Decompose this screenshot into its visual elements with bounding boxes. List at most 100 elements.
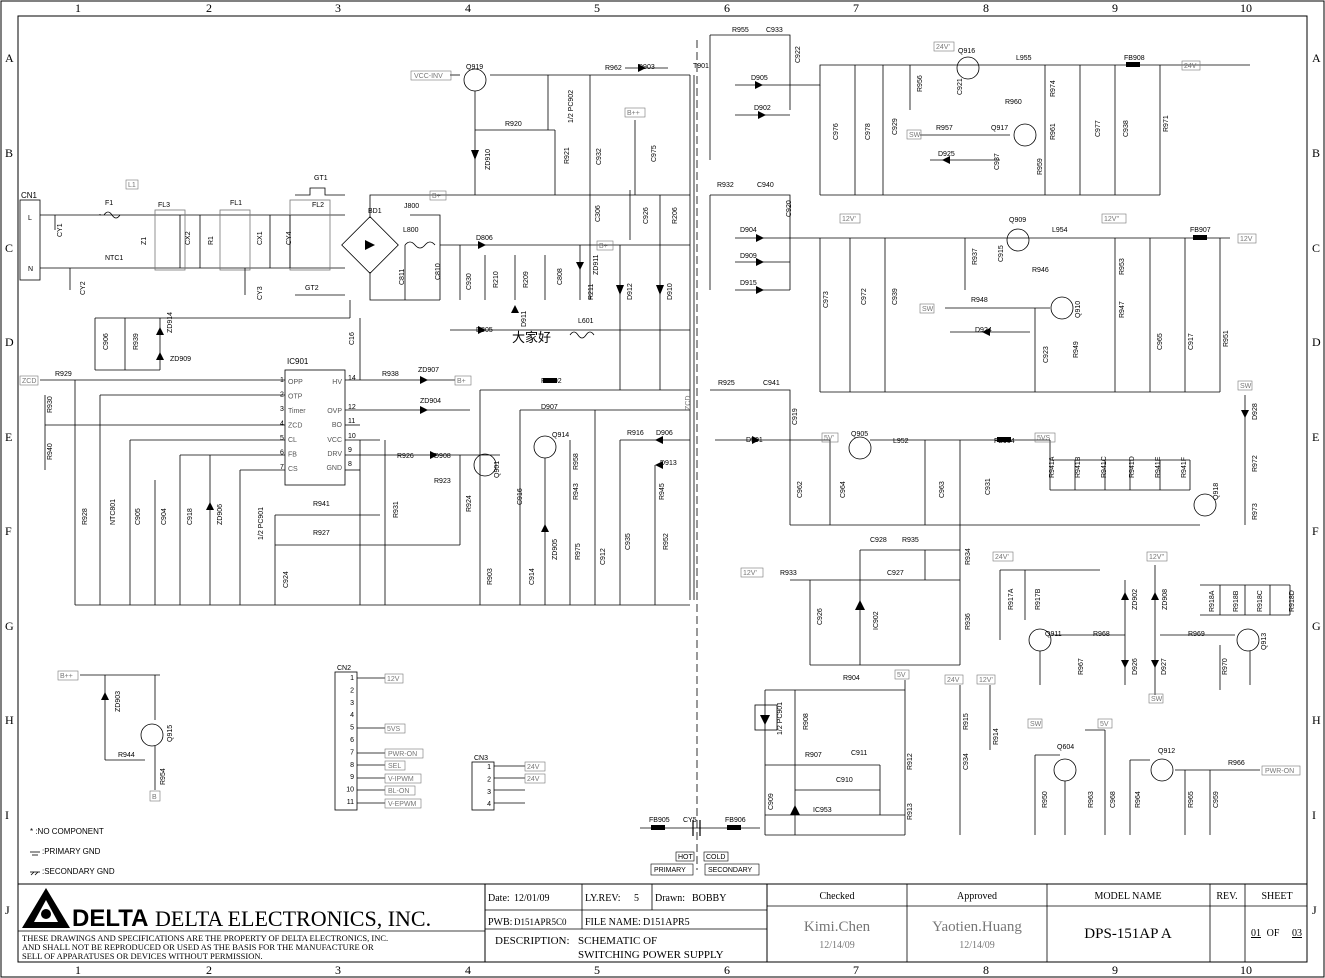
component-r948: R948: [971, 297, 988, 304]
component-d928: D928: [1252, 403, 1259, 420]
component-c905: C905: [135, 508, 142, 525]
company-name: DELTA ELECTRONICS, INC.: [155, 906, 431, 931]
ic901-pin-name-left: ZCD: [288, 423, 302, 430]
component-d901: D901: [746, 437, 763, 444]
drawn-value: BOBBY: [692, 893, 726, 904]
legend: * :NO COMPONENT :PRIMARY GND :SECONDARY …: [30, 827, 115, 876]
net-sw-3: SW: [1240, 383, 1252, 390]
component-r971: R971: [1163, 115, 1170, 132]
component-r917b: R917B: [1035, 588, 1042, 610]
net-5v-1: 5V: [897, 672, 906, 679]
model-name-value: DPS-151AP A: [1084, 926, 1172, 942]
cn3-label: CN3: [474, 755, 488, 762]
grid-row-left-J: J: [5, 903, 10, 917]
cn2-pin: 3: [350, 700, 354, 707]
approved-name: Yaotien.Huang: [932, 919, 1022, 935]
component-r965: R965: [1188, 791, 1195, 808]
sheet-of: OF: [1267, 928, 1280, 939]
cn2-pin: 11: [347, 799, 354, 806]
date-label: Date:: [488, 893, 510, 904]
description-line-1: SCHEMATIC OF: [578, 935, 657, 947]
component-c975: C975: [651, 145, 658, 162]
cn2-pin: 2: [350, 687, 354, 694]
component-c934: C934: [963, 753, 970, 770]
grid-col-top-3: 3: [335, 1, 341, 15]
grid-row-right-H: H: [1312, 713, 1321, 727]
component-c918: C918: [187, 508, 194, 525]
net-cn2-5vs: 5VS: [387, 726, 401, 733]
component-r916: R916: [627, 430, 644, 437]
component-zd904: ZD904: [420, 398, 441, 405]
component-r925: R925: [718, 380, 735, 387]
net-bp-3: B+: [457, 378, 466, 385]
fb906-bead: [727, 825, 741, 830]
component-c810: C810: [435, 263, 442, 280]
legend-secondary-gnd: :SECONDARY GND: [42, 867, 115, 876]
checked-name: Kimi.Chen: [804, 919, 871, 935]
component-pc902: 1/2 PC902: [568, 90, 575, 123]
net-cn2-sel: SEL: [388, 763, 401, 770]
inner-border: [17, 15, 1308, 963]
cn1-pin-l: L: [28, 215, 32, 222]
component-r935: R935: [902, 537, 919, 544]
net-l1: L1: [128, 182, 136, 189]
component-r959: R959: [1037, 158, 1044, 175]
cn2-pin: 10: [346, 787, 354, 794]
component-c930: C930: [466, 273, 473, 290]
component-r912: R912: [907, 753, 914, 770]
component-r941c: R941C: [1101, 456, 1108, 478]
description-label: DESCRIPTION:: [495, 935, 570, 947]
component-r951: R951: [1223, 330, 1230, 347]
component-r931: R931: [393, 501, 400, 518]
component-c965: C965: [1157, 333, 1164, 350]
component-r934: R934: [965, 548, 972, 565]
component-r944: R944: [118, 752, 135, 759]
component-r915: R915: [963, 713, 970, 730]
model-name-label: MODEL NAME: [1094, 891, 1161, 902]
sheet-number: 01: [1251, 928, 1261, 939]
net-cn2-pwr-on: PWR-ON: [388, 751, 417, 758]
component-fb905: FB905: [649, 817, 670, 824]
q914-body: [533, 435, 557, 459]
net-sw-1: SW: [909, 132, 921, 139]
component-r975: R975: [575, 543, 582, 560]
rev-label: REV.: [1216, 891, 1237, 902]
component-d902: D902: [754, 105, 771, 112]
fb904-bead: [997, 437, 1011, 442]
component-l954: L954: [1052, 227, 1068, 234]
component-c906: C906: [103, 333, 110, 350]
component-r967: R967: [1078, 658, 1085, 675]
component-r932: R932: [717, 182, 734, 189]
component-bd1: BD1: [368, 208, 382, 215]
component-d904: D904: [740, 227, 757, 234]
ic901-pin-num-right: 11: [348, 418, 355, 425]
q916-body: [956, 56, 980, 80]
component-c962: C962: [797, 481, 804, 498]
component-c306: C306: [595, 205, 602, 222]
component-d915: D915: [740, 280, 757, 287]
ic901-pin-num-right: 12: [348, 404, 356, 411]
grid-row-right-G: G: [1312, 619, 1321, 633]
net-5v-2: 5V: [1100, 721, 1109, 728]
sheet-total: 03: [1292, 928, 1302, 939]
component-r933: R933: [780, 570, 797, 577]
component-c926: C926: [643, 207, 650, 224]
q604-body: [1053, 758, 1077, 782]
cn2-pin: 5: [350, 725, 354, 732]
component-q909: Q909: [1009, 217, 1026, 224]
grid-col-bottom-4: 4: [465, 963, 471, 977]
component-c920: C920: [786, 200, 793, 217]
component-c910: C910: [836, 777, 853, 784]
component-zd906: ZD906: [217, 504, 224, 525]
component-d906: D906: [656, 430, 673, 437]
grid-row-left-D: D: [5, 335, 14, 349]
component-c963: C963: [939, 481, 946, 498]
component-d910: D910: [667, 283, 674, 300]
component-q912: Q912: [1158, 748, 1175, 755]
component-c914: C914: [529, 568, 536, 585]
component-q917: Q917: [991, 125, 1008, 132]
component-q919: Q919: [466, 64, 483, 71]
net-24v-2: 24V: [947, 677, 960, 684]
component-zd911: ZD911: [593, 254, 600, 275]
